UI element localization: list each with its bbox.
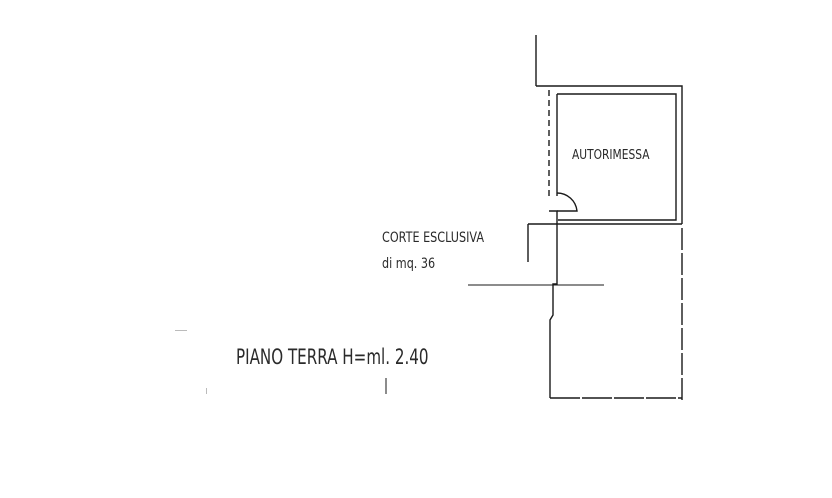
floor-label: PIANO TERRA H=ml. 2.40 bbox=[236, 345, 429, 369]
court-west-wall bbox=[549, 224, 558, 398]
door-swing bbox=[556, 192, 578, 212]
door-jamb bbox=[549, 210, 558, 224]
garage-outer-wall bbox=[536, 85, 683, 224]
area-value-court: di mq. 36 bbox=[382, 256, 436, 272]
room-label-garage: AUTORIMESSA bbox=[572, 148, 650, 163]
building-outline bbox=[385, 35, 683, 402]
scan-marks bbox=[175, 330, 207, 394]
garage-inner-wall bbox=[557, 93, 677, 221]
area-label-court: CORTE ESCLUSIVA bbox=[382, 230, 484, 246]
